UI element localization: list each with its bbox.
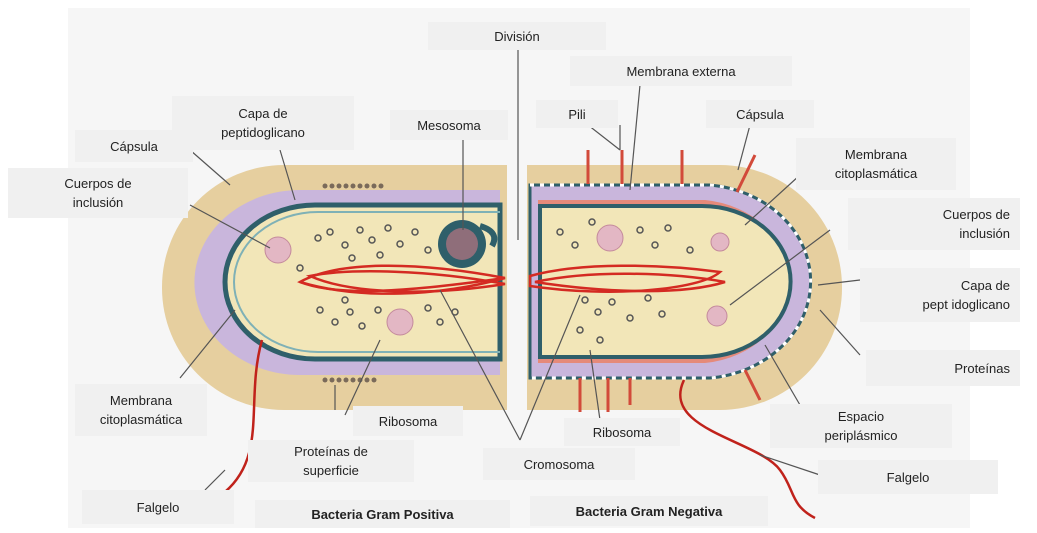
label-mesosoma: Mesosoma [390, 110, 508, 140]
label-proteinas: Proteínas [866, 350, 1020, 386]
label-proteinas-superficie: Proteínas de superficie [248, 440, 414, 482]
label-falgelo-right: Falgelo [818, 460, 998, 494]
label-gram-positiva: Bacteria Gram Positiva [255, 500, 510, 528]
label-capa-peptidoglicano-left: Capa de peptidoglicano [172, 96, 354, 150]
label-gram-negativa: Bacteria Gram Negativa [530, 496, 768, 526]
label-ribosoma-left: Ribosoma [353, 406, 463, 436]
inclusion-body-right [597, 225, 623, 251]
label-membrana-externa: Membrana externa [570, 56, 792, 86]
label-falgelo-left: Falgelo [82, 490, 234, 524]
label-capsula-left: Cápsula [75, 130, 193, 162]
label-cromosoma: Cromosoma [483, 448, 635, 480]
inclusion-body-left [265, 237, 291, 263]
label-pili: Pili [536, 100, 618, 128]
label-capa-peptidoglicano-right: Capa de pept idoglicano [860, 268, 1020, 322]
label-membrana-citoplasmatica-right: Membrana citoplasmática [796, 138, 956, 190]
label-cuerpos-inclusion-right: Cuerpos de inclusión [848, 198, 1020, 250]
inclusion-body-right-2 [711, 233, 729, 251]
label-espacio-periplasmico: Espacio periplásmico [770, 404, 952, 448]
label-division: División [428, 22, 606, 50]
inclusion-body-left-2 [387, 309, 413, 335]
label-membrana-citoplasmatica-left: Membrana citoplasmática [75, 384, 207, 436]
gram-positive-cell [194, 184, 500, 383]
label-ribosoma-right: Ribosoma [564, 418, 680, 446]
division-gap [507, 150, 527, 410]
label-capsula-right: Cápsula [706, 100, 814, 128]
label-cuerpos-inclusion-left: Cuerpos de inclusión [8, 168, 188, 218]
inclusion-body-right-3 [707, 306, 727, 326]
mesosome-core [446, 228, 478, 260]
